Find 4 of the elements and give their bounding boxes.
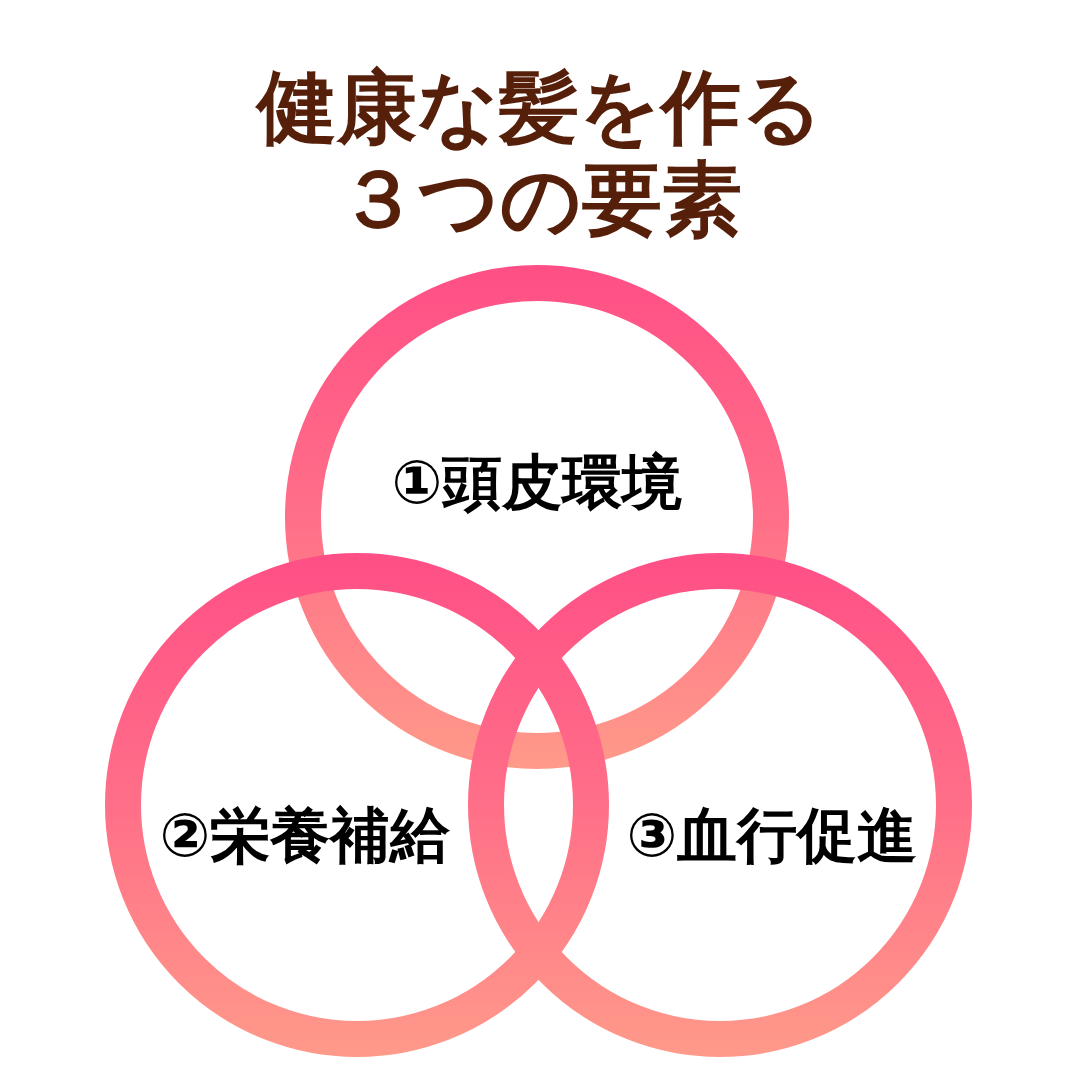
circle-label: ①頭皮環境 xyxy=(391,447,683,517)
title: 健康な髪を作る３つの要素 xyxy=(254,62,824,246)
circle-label: ③血行促進 xyxy=(626,800,918,870)
circle-label: ②栄養補給 xyxy=(159,800,451,870)
